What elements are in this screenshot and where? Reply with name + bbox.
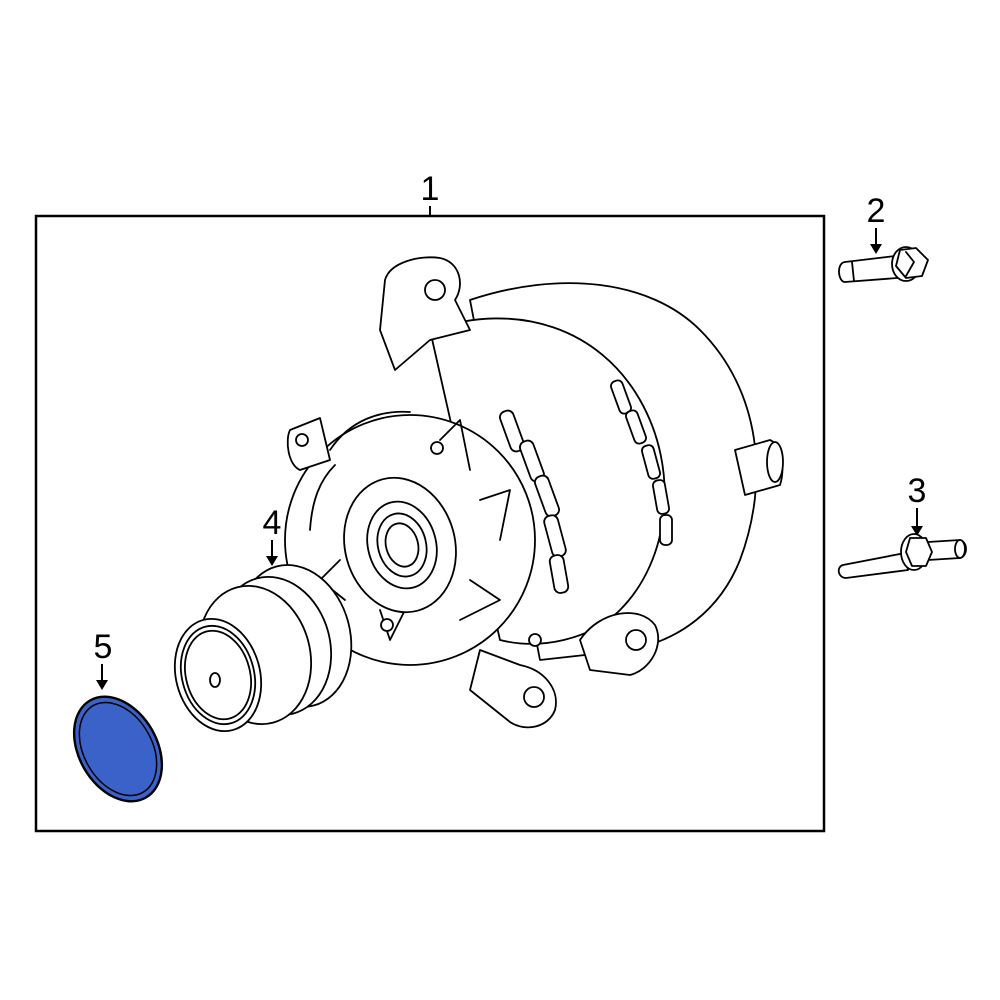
callout-4-label: 4 xyxy=(263,504,282,542)
mounting-stud-part[interactable] xyxy=(837,533,967,579)
callout-1-label: 1 xyxy=(421,170,440,208)
callout-2-label: 2 xyxy=(867,192,886,230)
pulley-cap-part[interactable] xyxy=(56,681,180,817)
fan-spokes xyxy=(319,419,511,641)
callout-2[interactable]: 2 xyxy=(867,192,886,254)
callout-5[interactable]: 5 xyxy=(94,628,113,690)
callout-3[interactable]: 3 xyxy=(908,472,927,536)
callout-1[interactable]: 1 xyxy=(421,170,440,216)
callout-5-label: 5 xyxy=(94,628,113,666)
mounting-bolt-part[interactable] xyxy=(838,246,929,283)
callout-3-label: 3 xyxy=(908,472,927,510)
pulley-part[interactable] xyxy=(163,552,367,741)
stator-slots xyxy=(499,379,673,594)
alternator-part[interactable] xyxy=(284,256,784,729)
callout-4[interactable]: 4 xyxy=(263,504,282,566)
